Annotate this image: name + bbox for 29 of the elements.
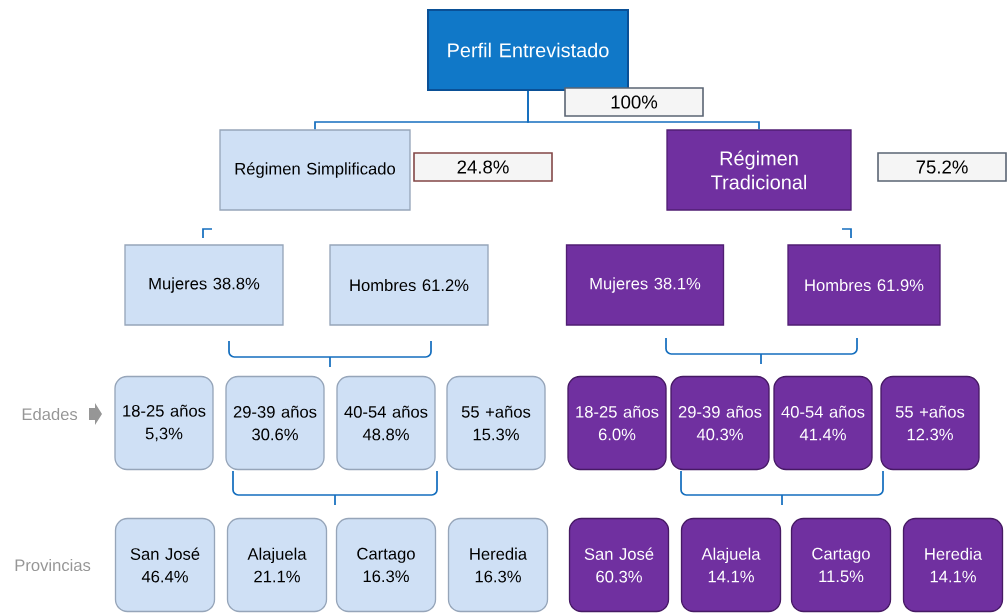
category-box: Hombres 61.9% — [787, 244, 941, 326]
age-box: 40-54 años 48.8% — [336, 375, 436, 471]
connector-line — [527, 90, 760, 131]
age-box: 40-54 años 41.4% — [773, 375, 873, 471]
title-box: Perfil Entrevistado — [427, 9, 629, 91]
category-box: Mujeres 38.1% — [565, 244, 725, 326]
province-box: Heredia 16.3% — [447, 517, 549, 613]
percentage-box: 75.2% — [877, 152, 1007, 182]
province-box: Heredia 14.1% — [902, 517, 1004, 613]
age-box: 18-25 años 5,3% — [114, 375, 214, 471]
age-box: 29-39 años 40.3% — [670, 375, 770, 471]
category-box: Régimen Tradicional — [666, 129, 852, 211]
category-box: Mujeres 38.8% — [124, 244, 284, 326]
category-box: Hombres 61.2% — [329, 244, 489, 326]
age-box: 55 +años 15.3% — [446, 375, 546, 471]
age-box: 55 +años 12.3% — [880, 375, 980, 471]
province-box: San José 46.4% — [114, 517, 216, 613]
province-box: San José 60.3% — [568, 517, 670, 613]
percentage-box: 100% — [564, 87, 704, 117]
label: Provincias — [15, 558, 91, 572]
age-box: 18-25 años 6.0% — [567, 375, 667, 471]
percentage-box: 24.8% — [413, 152, 553, 182]
province-box: Alajuela 14.1% — [680, 517, 782, 613]
label: Edades — [22, 407, 78, 421]
age-box: 29-39 años 30.6% — [225, 375, 325, 471]
category-box: Régimen Simplificado — [219, 129, 411, 211]
province-box: Cartago 11.5% — [790, 517, 892, 613]
province-box: Alajuela 21.1% — [226, 517, 328, 613]
province-box: Cartago 16.3% — [335, 517, 437, 613]
